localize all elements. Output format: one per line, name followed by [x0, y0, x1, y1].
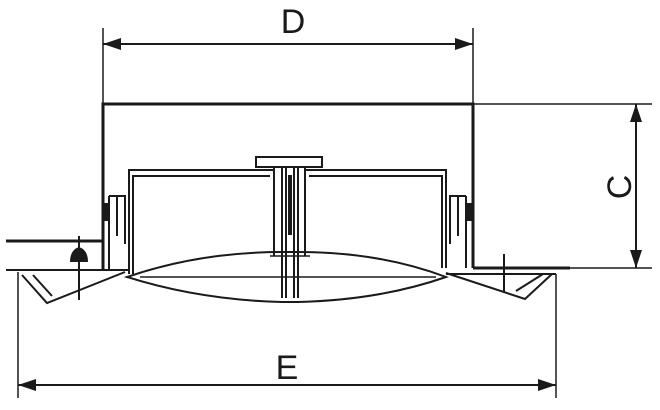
left-flange: [6, 236, 129, 305]
dimension-d-label: D: [281, 3, 306, 41]
center-spindle: [255, 156, 323, 298]
left-mounting-clip: [103, 195, 126, 244]
arrowhead-left: [18, 379, 36, 391]
dimension-c: C: [473, 103, 652, 269]
arrowhead-top: [630, 104, 642, 122]
arrowhead-right: [455, 38, 473, 50]
right-flange: [445, 254, 570, 301]
arrowhead-left: [103, 38, 121, 50]
dimension-e: E: [17, 272, 557, 398]
diffuser-disc: [123, 251, 449, 303]
dimension-e-label: E: [276, 349, 299, 387]
dimension-c-label: C: [601, 175, 639, 200]
inner-frame: [128, 169, 447, 274]
right-mounting-clip: [449, 195, 473, 244]
dimension-d: D: [102, 3, 474, 104]
arrowhead-right: [538, 379, 556, 391]
arrowhead-bottom: [630, 250, 642, 268]
